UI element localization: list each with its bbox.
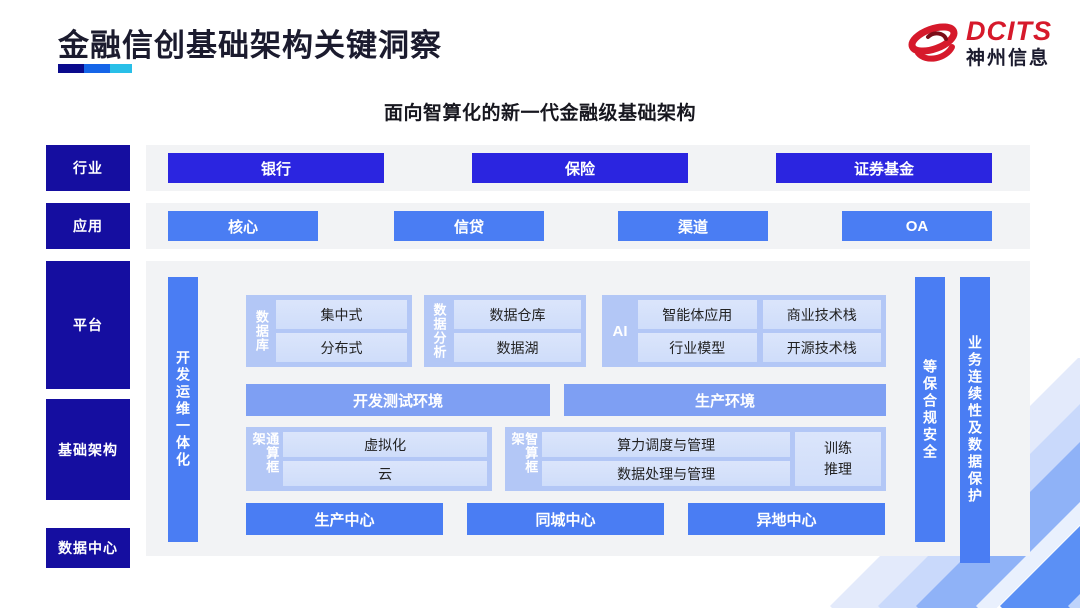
vertical-bar-devops[interactable]: 开发运维一体化: [168, 277, 198, 542]
datacenter-metro[interactable]: 同城中心: [467, 503, 664, 535]
group-analytics-label: 数据分析: [431, 303, 447, 359]
industry-item-securities-fund[interactable]: 证券基金: [776, 153, 992, 183]
inference-label: 推理: [824, 461, 852, 477]
application-item-channel[interactable]: 渠道: [618, 211, 768, 241]
logo-chinese-text: 神州信息: [966, 48, 1051, 69]
group-intelligent-compute-label: 智算框架: [509, 432, 539, 474]
page-subtitle: 面向智算化的新一代金融级基础架构: [383, 103, 696, 124]
industry-item-insurance[interactable]: 保险: [472, 153, 688, 183]
datacenter-production[interactable]: 生产中心: [246, 503, 443, 535]
ai-cell-opensource-stack[interactable]: 开源技术栈: [762, 333, 881, 362]
dcits-swirl-icon: [908, 19, 958, 67]
analytics-cell-data-lake[interactable]: 数据湖: [454, 333, 581, 362]
group-database-label: 数据库: [253, 310, 269, 352]
environment-dev-test[interactable]: 开发测试环境: [246, 384, 550, 416]
sidebar-item-platform[interactable]: 平台: [46, 261, 130, 389]
group-data-analytics[interactable]: 数据分析 数据仓库 数据湖: [424, 295, 586, 367]
group-database[interactable]: 数据库 集中式 分布式: [246, 295, 412, 367]
database-cell-centralized[interactable]: 集中式: [276, 300, 407, 329]
general-compute-cell-cloud[interactable]: 云: [283, 461, 487, 486]
sidebar-item-infrastructure[interactable]: 基础架构: [46, 399, 130, 500]
vertical-bar-compliance[interactable]: 等保合规安全: [915, 277, 945, 542]
environment-production[interactable]: 生产环境: [564, 384, 886, 416]
underline-segment-navy: [58, 64, 84, 73]
group-general-compute[interactable]: 通算框架 虚拟化 云: [246, 427, 492, 491]
general-compute-cell-virtualization[interactable]: 虚拟化: [283, 432, 487, 457]
ai-cell-commercial-stack[interactable]: 商业技术栈: [762, 300, 881, 329]
datacenter-remote[interactable]: 异地中心: [688, 503, 885, 535]
vertical-bar-continuity[interactable]: 业务连续性及数据保护: [960, 277, 990, 563]
group-general-compute-label: 通算框架: [250, 432, 280, 474]
application-item-oa[interactable]: OA: [842, 211, 992, 241]
group-intelligent-compute[interactable]: 智算框架 算力调度与管理 数据处理与管理 训练 推理: [505, 427, 886, 491]
group-ai-label: AI: [612, 322, 628, 340]
logo-english-text: DCITS: [966, 16, 1052, 46]
industry-item-bank[interactable]: 银行: [168, 153, 384, 183]
sidebar-item-application[interactable]: 应用: [46, 203, 130, 249]
page-title: 金融信创基础架构关键洞察: [58, 28, 442, 63]
analytics-cell-data-warehouse[interactable]: 数据仓库: [454, 300, 581, 329]
application-item-credit[interactable]: 信贷: [394, 211, 544, 241]
application-item-core[interactable]: 核心: [168, 211, 318, 241]
sidebar-item-datacenter[interactable]: 数据中心: [46, 528, 130, 568]
underline-segment-cyan: [110, 64, 132, 73]
brand-logo: DCITS 神州信息: [908, 18, 1052, 68]
title-underline-bar: [58, 64, 132, 73]
intelligent-compute-cell-data-processing[interactable]: 数据处理与管理: [542, 461, 790, 486]
training-inference-box[interactable]: 训练 推理: [795, 432, 881, 486]
group-ai[interactable]: AI 智能体应用 商业技术栈 行业模型 开源技术栈: [602, 295, 886, 367]
ai-cell-industry-model[interactable]: 行业模型: [638, 333, 757, 362]
ai-cell-agent-application[interactable]: 智能体应用: [638, 300, 757, 329]
sidebar-item-industry[interactable]: 行业: [46, 145, 130, 191]
intelligent-compute-cell-scheduling[interactable]: 算力调度与管理: [542, 432, 790, 457]
training-label: 训练: [824, 440, 852, 456]
database-cell-distributed[interactable]: 分布式: [276, 333, 407, 362]
underline-segment-blue: [84, 64, 110, 73]
